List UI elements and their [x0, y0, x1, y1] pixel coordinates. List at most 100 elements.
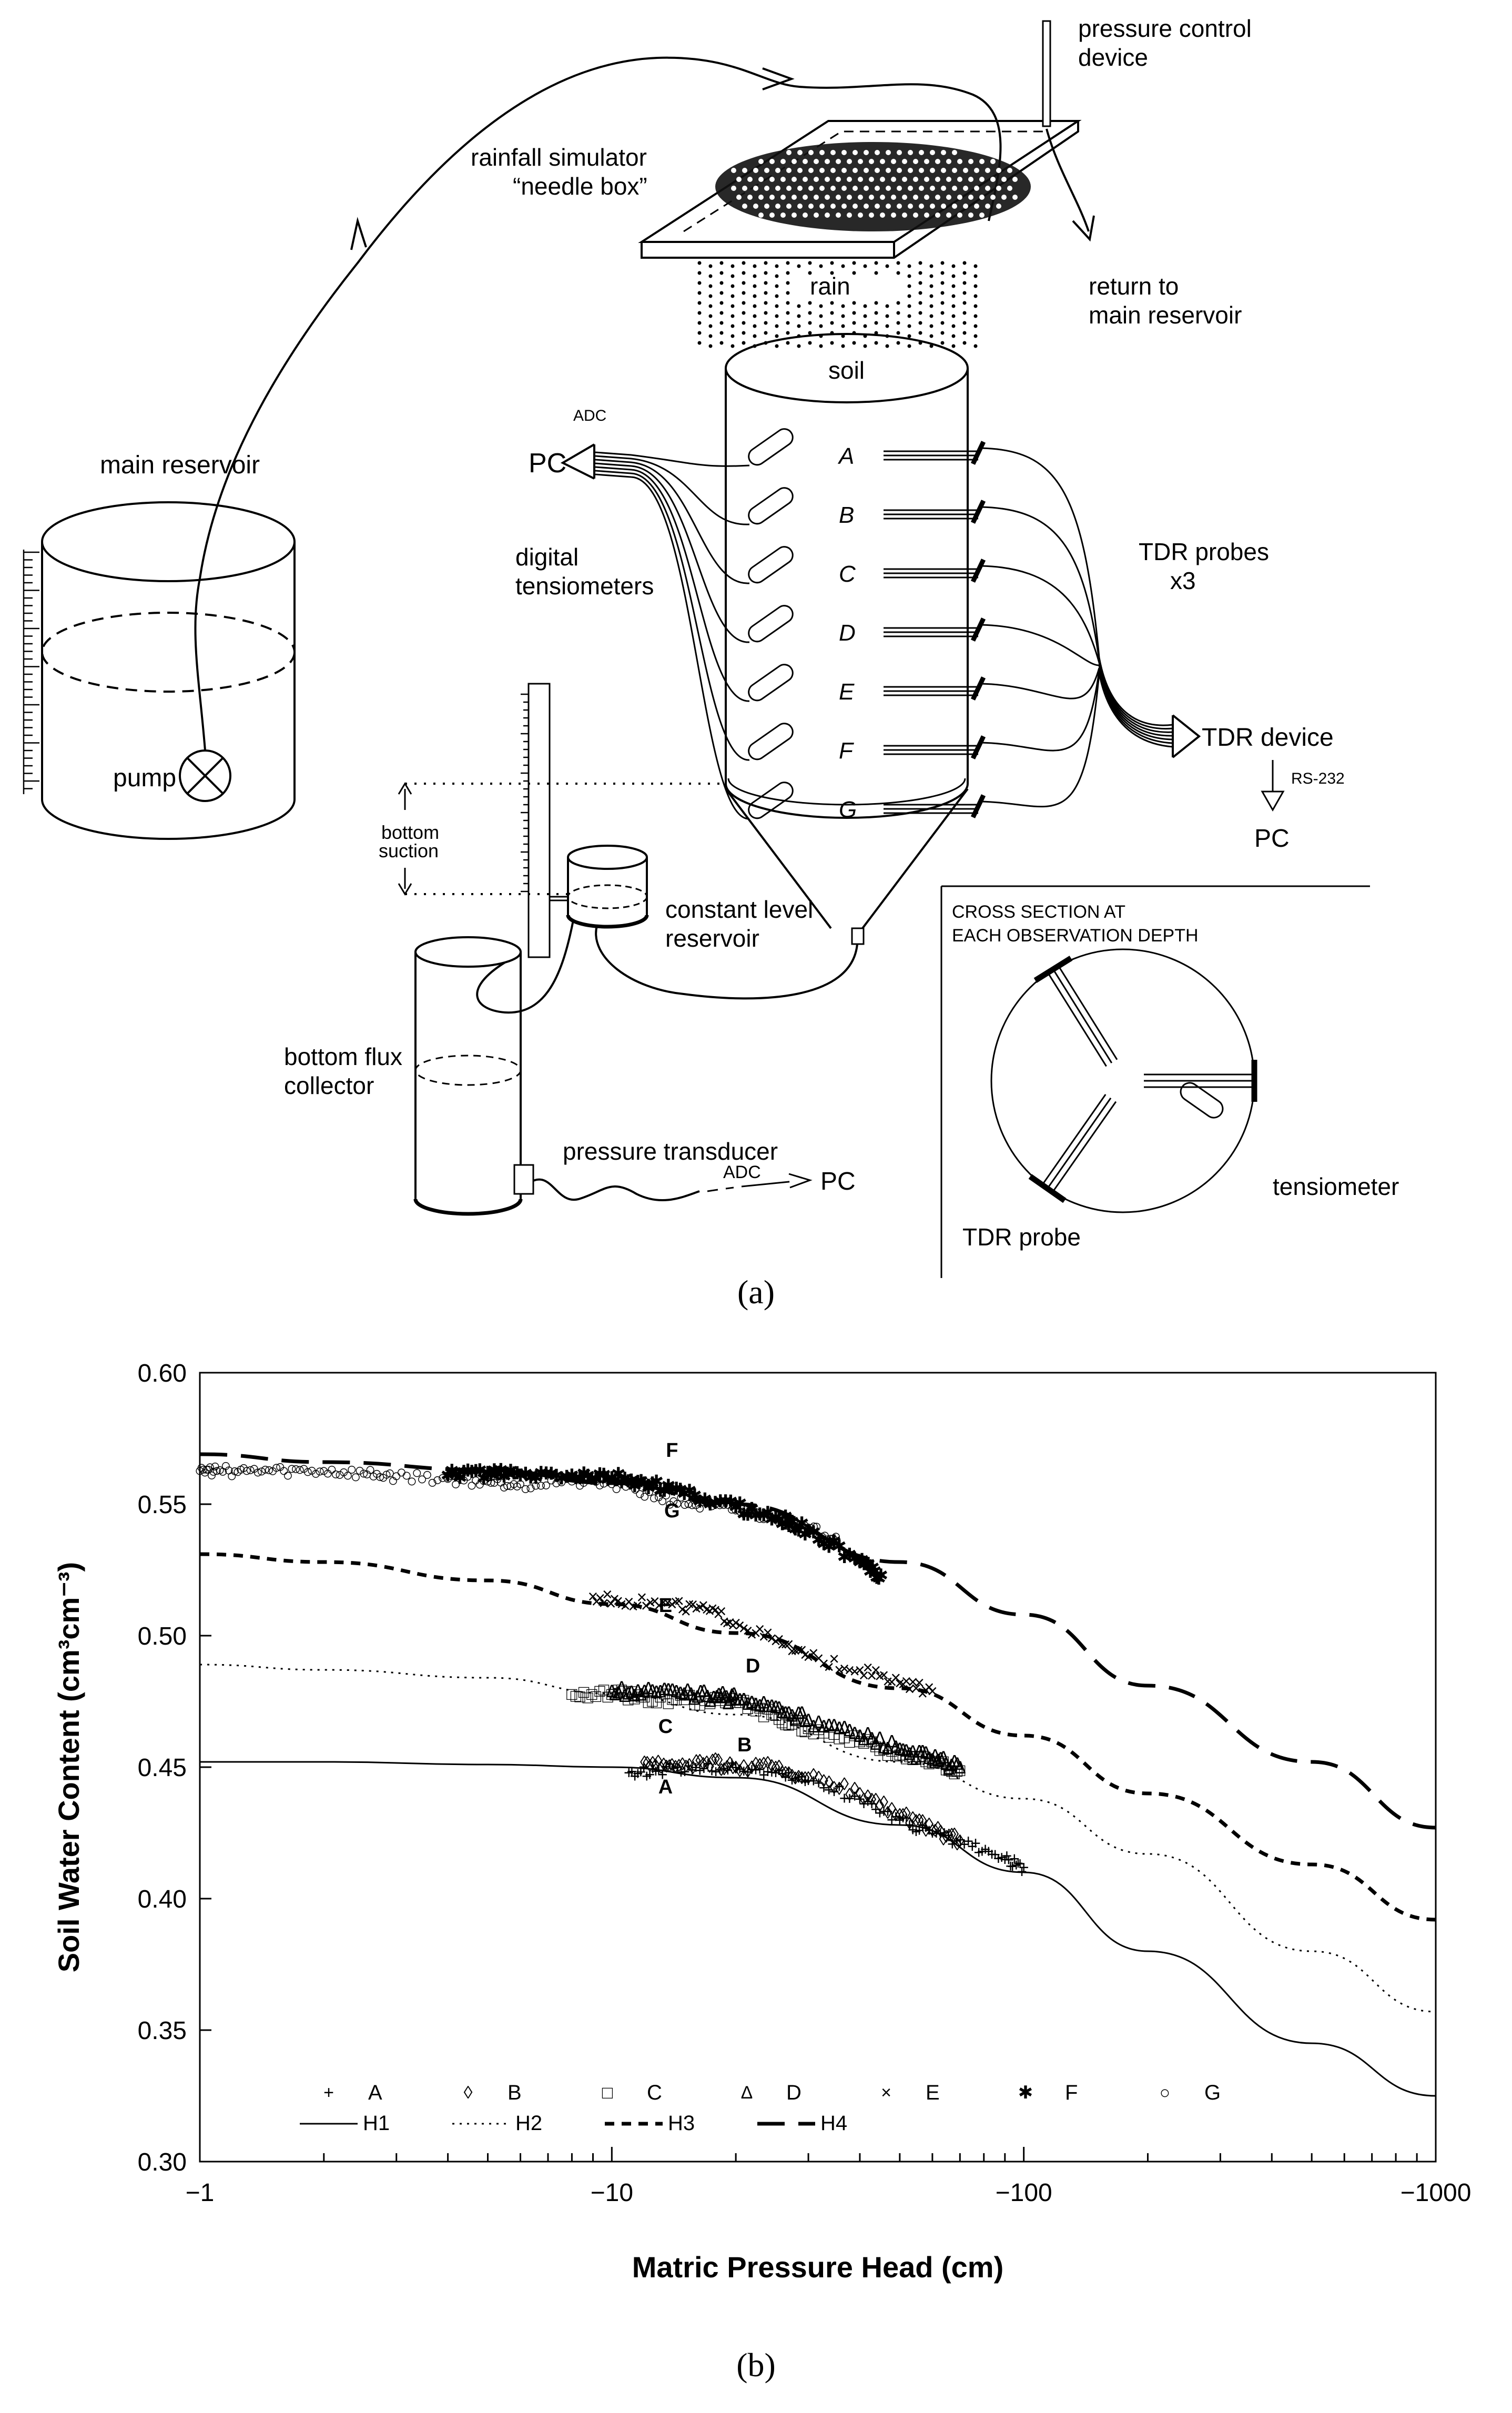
point-G: ○: [774, 1512, 785, 1532]
point-E: ×: [849, 1662, 860, 1682]
point-B: ◊: [895, 1805, 904, 1825]
point-B: ◊: [809, 1765, 818, 1785]
point-F: ✱: [472, 1461, 488, 1481]
point-D: Δ: [917, 1741, 929, 1761]
point-G: ○: [535, 1475, 546, 1495]
point-C: □: [636, 1687, 647, 1707]
bottom-flux-label-1: bottom flux: [284, 1043, 402, 1070]
point-D: Δ: [910, 1749, 922, 1769]
point-A: +: [867, 1794, 877, 1814]
point-A: +: [855, 1789, 865, 1809]
point-C: □: [808, 1723, 819, 1743]
point-E: ×: [645, 1593, 656, 1613]
point-A: +: [839, 1788, 850, 1808]
point-E: ×: [787, 1641, 797, 1661]
point-D: Δ: [651, 1682, 663, 1702]
point-E: ×: [829, 1649, 839, 1669]
data-points: ++++++++++++++++++++++++++++++++++++++++…: [195, 1455, 1029, 1882]
point-E: ×: [870, 1660, 881, 1680]
point-G: ○: [307, 1460, 318, 1480]
point-F: ✱: [728, 1497, 744, 1517]
point-F: ✱: [857, 1555, 872, 1575]
point-C: □: [938, 1751, 949, 1771]
point-G: ○: [302, 1462, 313, 1482]
point-B: ◊: [875, 1796, 884, 1816]
point-G: ○: [525, 1478, 536, 1498]
point-E: ×: [663, 1593, 673, 1613]
point-G: ○: [365, 1459, 376, 1479]
point-G: ○: [644, 1482, 655, 1502]
point-D: Δ: [886, 1731, 898, 1751]
point-E: ×: [628, 1597, 638, 1617]
point-A: +: [983, 1841, 994, 1861]
point-A: +: [887, 1810, 897, 1830]
point-A: +: [914, 1820, 925, 1840]
point-D: Δ: [783, 1703, 795, 1723]
point-E: ×: [658, 1593, 668, 1613]
point-A: +: [703, 1754, 713, 1774]
point-E: ×: [702, 1600, 712, 1620]
point-C: □: [626, 1681, 637, 1701]
point-D: Δ: [625, 1682, 637, 1702]
point-G: ○: [830, 1526, 841, 1546]
point-A: +: [908, 1820, 918, 1840]
depth-label-C: C: [839, 561, 856, 587]
point-F: ✱: [788, 1520, 803, 1540]
point-F: ✱: [440, 1466, 455, 1486]
tdr-probe-B: [884, 500, 986, 524]
point-C: □: [878, 1739, 889, 1759]
point-G: ○: [579, 1472, 590, 1492]
depth-label-B: B: [839, 502, 854, 528]
point-B: ◊: [723, 1757, 732, 1777]
point-A: +: [1017, 1862, 1027, 1882]
point-A: +: [819, 1778, 829, 1798]
point-D: Δ: [643, 1678, 655, 1698]
point-G: ○: [502, 1475, 513, 1495]
point-G: ○: [479, 1471, 490, 1491]
point-B: ◊: [840, 1775, 849, 1794]
point-D: Δ: [932, 1750, 944, 1770]
point-D: Δ: [728, 1684, 740, 1704]
point-F: ✱: [487, 1461, 502, 1481]
point-F: ✱: [713, 1492, 728, 1512]
point-C: □: [743, 1698, 754, 1718]
point-D: Δ: [927, 1750, 939, 1770]
point-F: ✱: [539, 1464, 554, 1484]
point-G: ○: [743, 1502, 754, 1522]
point-B: ◊: [645, 1756, 654, 1776]
point-C: □: [855, 1731, 866, 1751]
point-B: ◊: [640, 1752, 649, 1772]
adc-top-label: ADC: [573, 407, 606, 424]
point-E: ×: [719, 1611, 729, 1631]
point-A: +: [997, 1848, 1007, 1868]
point-A: +: [844, 1789, 855, 1809]
point-A: +: [687, 1760, 697, 1780]
point-A: +: [638, 1757, 649, 1777]
point-A: +: [993, 1849, 1003, 1869]
annotation-F: F: [666, 1439, 678, 1462]
point-C: □: [793, 1710, 804, 1730]
point-E: ×: [695, 1598, 705, 1618]
point-D: Δ: [715, 1688, 727, 1708]
point-G: ○: [784, 1516, 795, 1536]
point-B: ◊: [928, 1821, 937, 1841]
point-D: Δ: [658, 1679, 671, 1699]
point-E: ×: [730, 1613, 741, 1633]
point-E: ×: [844, 1660, 855, 1680]
point-D: Δ: [849, 1723, 861, 1743]
point-B: ◊: [871, 1790, 880, 1810]
point-G: ○: [252, 1462, 263, 1482]
point-A: +: [849, 1786, 860, 1806]
point-G: ○: [432, 1470, 443, 1490]
point-G: ○: [691, 1495, 702, 1515]
point-G: ○: [531, 1475, 542, 1495]
point-E: ×: [698, 1595, 708, 1615]
point-F: ✱: [798, 1525, 813, 1545]
point-G: ○: [653, 1487, 664, 1507]
point-C: □: [663, 1693, 674, 1713]
point-G: ○: [224, 1460, 235, 1480]
tensiometer-E: [748, 664, 794, 702]
point-G: ○: [770, 1508, 782, 1528]
point-F: ✱: [604, 1468, 620, 1488]
